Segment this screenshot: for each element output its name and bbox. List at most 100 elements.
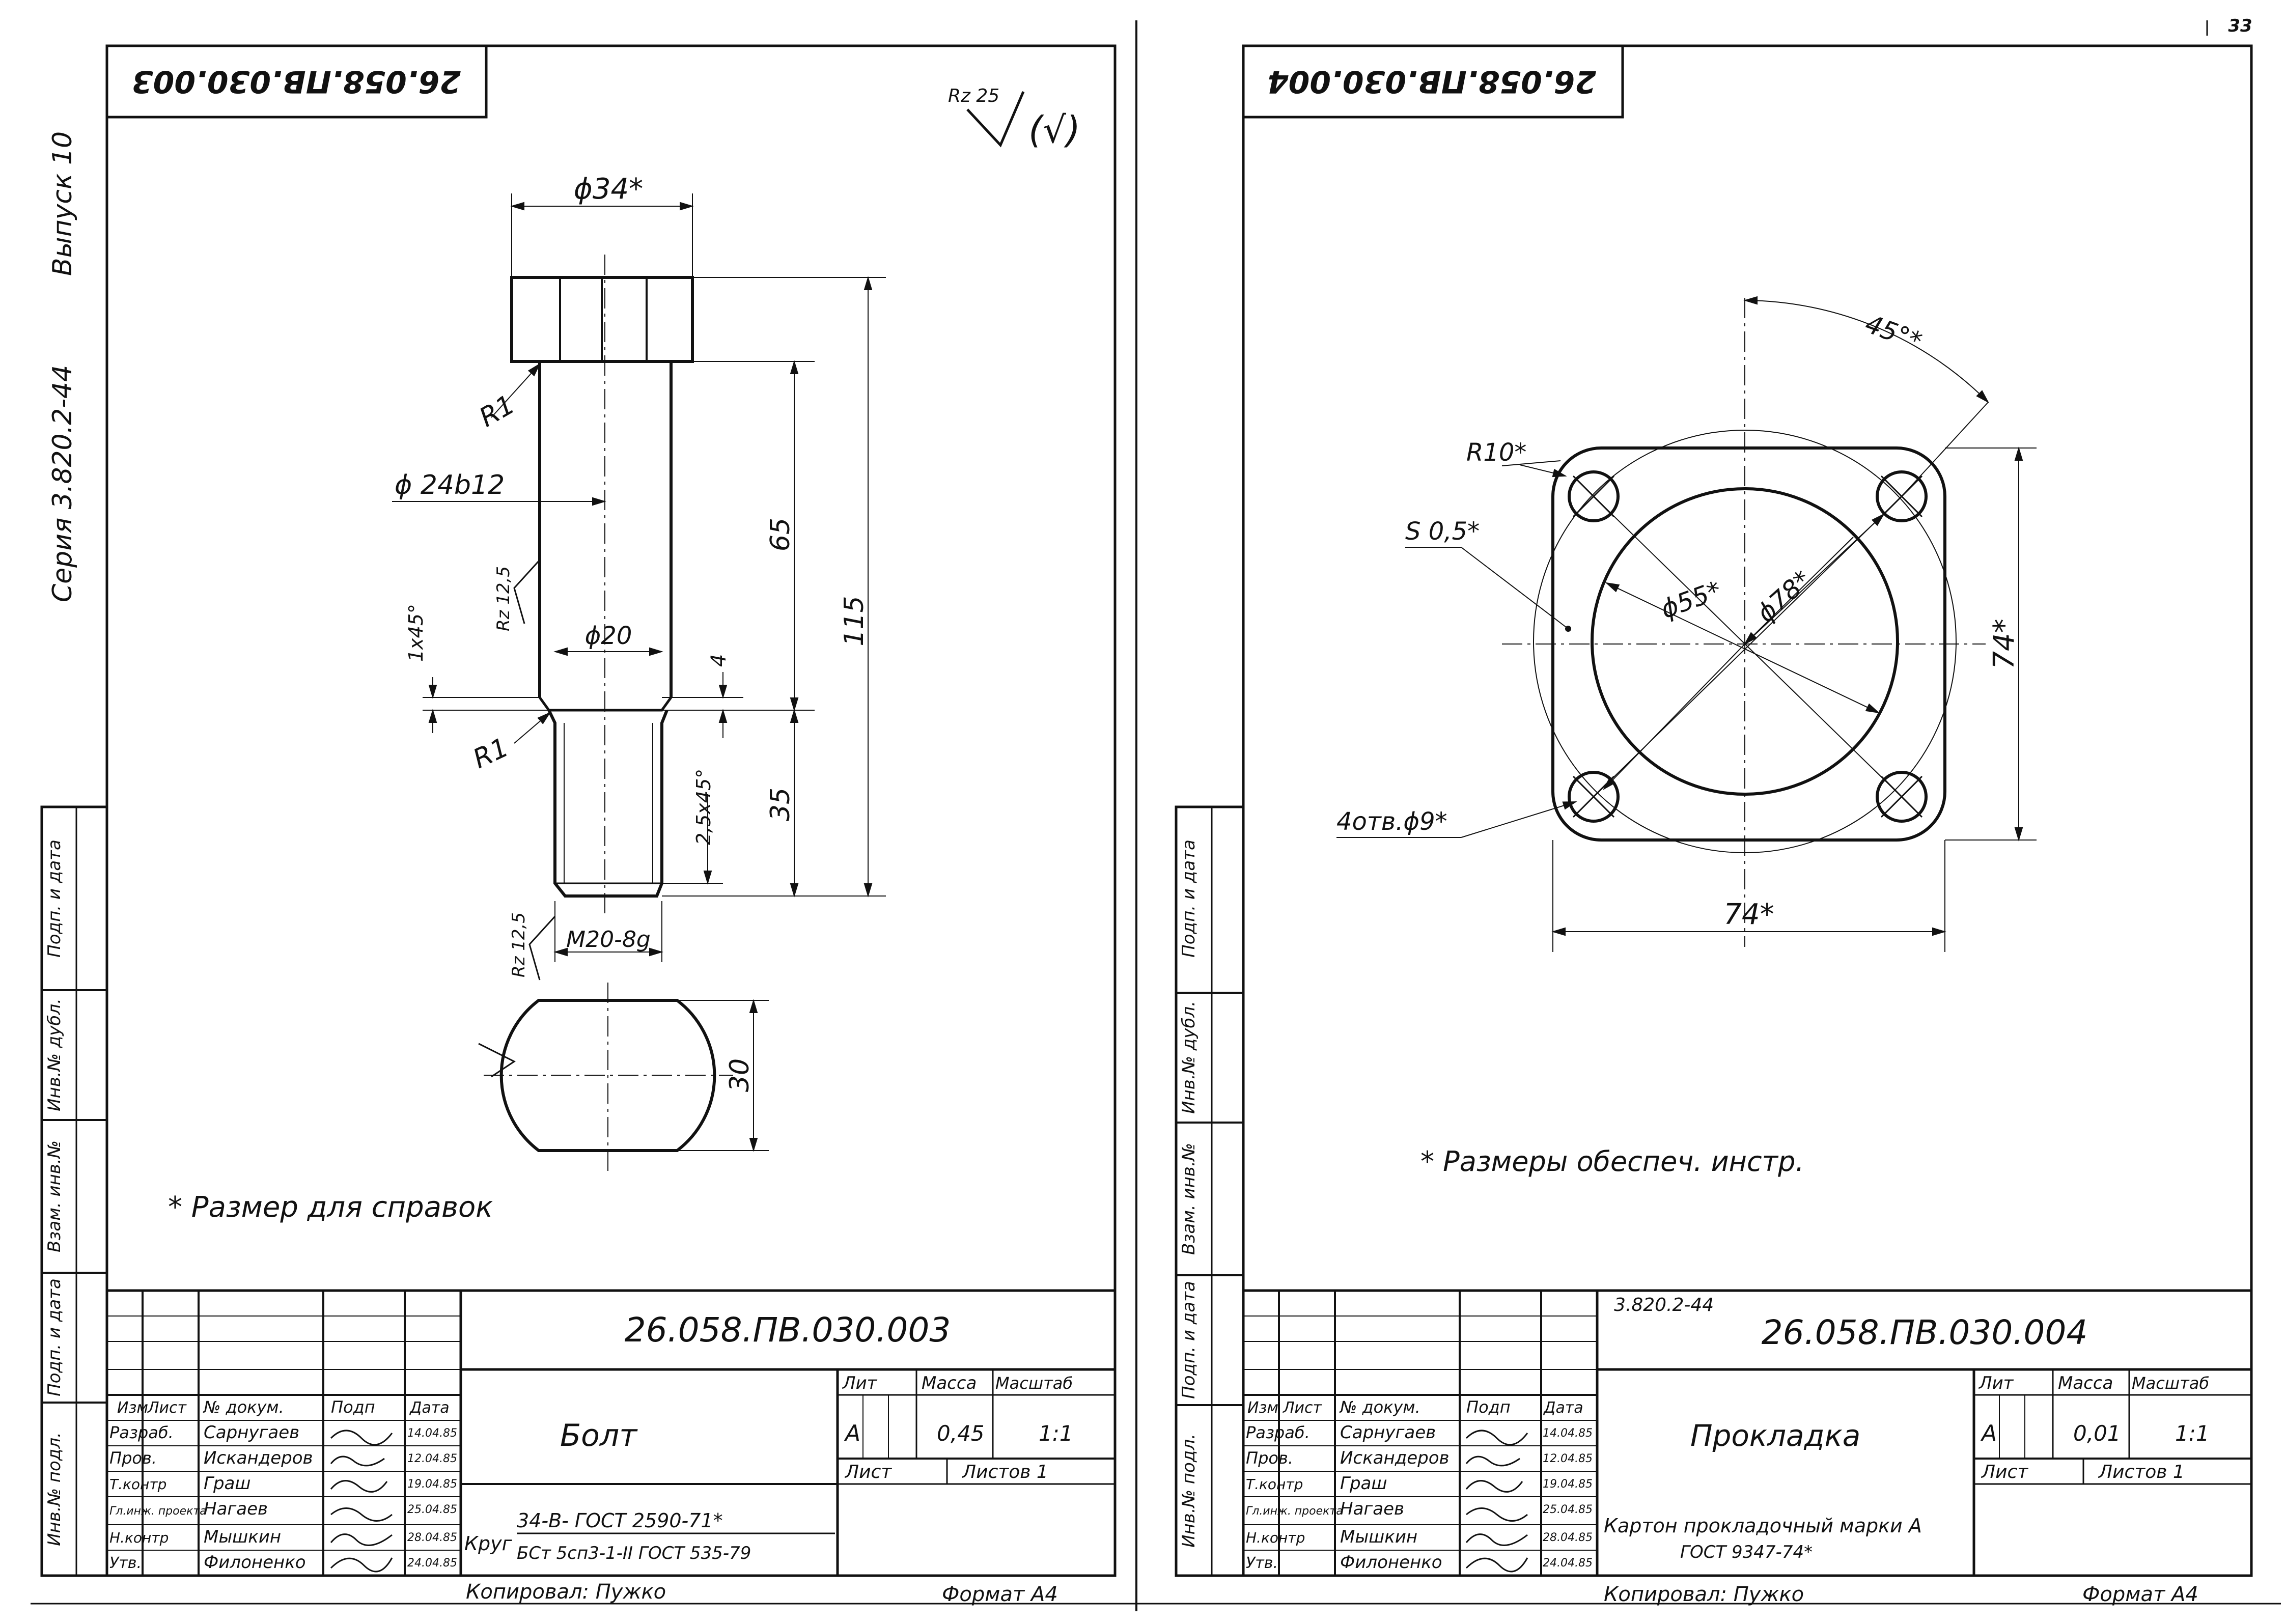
dim-width: 74* xyxy=(1723,898,1774,931)
margin-label-sign-date-2: Подп. и дата xyxy=(44,839,65,958)
r-date-tech-control: 19.04.85 xyxy=(1543,1478,1593,1491)
lit-label: Лит xyxy=(842,1373,878,1393)
format-label: Формат А4 xyxy=(942,1583,1058,1606)
r-name-developer: Сарнугаев xyxy=(1340,1422,1436,1443)
left-note: * Размер для справок xyxy=(168,1191,493,1224)
date-checker: 12.04.85 xyxy=(407,1452,457,1465)
role-checker: Пров. xyxy=(109,1448,157,1468)
r-col-header-sign: Подп xyxy=(1466,1397,1511,1417)
dim-len-115: 115 xyxy=(839,596,870,646)
r-role-approved: Утв. xyxy=(1246,1554,1278,1572)
left-stamp-code: 26.058.ПВ.030.003 xyxy=(132,64,461,99)
dim-bolt-circle: ϕ78* xyxy=(1751,565,1817,628)
r-mass-label: Масса xyxy=(2058,1373,2113,1393)
role-approved: Утв. xyxy=(109,1554,142,1572)
name-norm-control: Мышкин xyxy=(204,1527,281,1547)
left-roughness-symbol: Rz 25 xyxy=(948,86,999,106)
r-series-code: 3.820.2-44 xyxy=(1614,1295,1714,1315)
lit-value: А xyxy=(844,1420,860,1446)
role-developer: Разраб. xyxy=(109,1423,174,1442)
margin-label-replace: Взам. инв.№ xyxy=(44,1140,65,1252)
r-material-line1: Картон прокладочный марки А xyxy=(1604,1515,1922,1537)
date-developer: 14.04.85 xyxy=(407,1427,457,1440)
date-tech-control: 19.04.85 xyxy=(407,1478,457,1491)
r-role-tech-control: Т.контр xyxy=(1246,1476,1303,1493)
dim-height: 74* xyxy=(1988,619,2021,669)
r-role-checker: Пров. xyxy=(1246,1448,1293,1468)
scale-label: Масштаб xyxy=(995,1374,1073,1393)
col-header-date: Дата xyxy=(409,1399,450,1417)
dim-angle: 45°* xyxy=(1861,309,1926,356)
r-lit-value: А xyxy=(1980,1420,1997,1446)
role-norm-control: Н.контр xyxy=(109,1529,169,1546)
right-part-name: Прокладка xyxy=(1690,1418,1860,1453)
date-approved: 24.04.85 xyxy=(407,1557,457,1570)
r-name-norm-control: Мышкин xyxy=(1340,1527,1417,1547)
role-chief-engineer: Гл.инж. проекта xyxy=(109,1505,207,1518)
r-margin-label-orig: Инв.№ подл. xyxy=(1179,1434,1199,1548)
left-roughness-paren: (√) xyxy=(1028,108,1080,151)
material-line2: БСт 5сп3-1-II ГОСТ 535-79 xyxy=(517,1543,751,1563)
name-developer: Сарнугаев xyxy=(204,1422,299,1443)
r-role-developer: Разраб. xyxy=(1246,1423,1310,1442)
right-stamp-code: 26.058.ПВ.030.004 xyxy=(1267,64,1596,99)
r-copied-by: Копировал: Пужко xyxy=(1604,1583,1804,1606)
left-frame xyxy=(105,44,1117,1577)
sheet-label: Лист xyxy=(844,1462,892,1482)
r-material-line2: ГОСТ 9347-74* xyxy=(1680,1542,1813,1562)
r-date-chief-engineer: 25.04.85 xyxy=(1543,1503,1593,1516)
gasket-drawing: 45°* R10* S 0,5* ϕ55* ϕ78* 74* 74* xyxy=(1336,296,2037,952)
dim-radius-bottom: R1 xyxy=(468,732,513,775)
name-chief-engineer: Нагаев xyxy=(204,1499,268,1519)
r-role-norm-control: Н.контр xyxy=(1246,1529,1305,1546)
material-line1: 34-В- ГОСТ 2590-71* xyxy=(517,1509,723,1532)
col-header-change: Изм xyxy=(117,1399,148,1417)
sheets-label: Листов 1 xyxy=(961,1462,1048,1482)
r-margin-label-sign-date-1: Подп. и дата xyxy=(1179,1281,1199,1399)
dim-inner-diameter: ϕ55* xyxy=(1657,575,1725,624)
r-col-header-sheet: Лист xyxy=(1283,1399,1323,1417)
r-role-chief-engineer: Гл.инж. проекта xyxy=(1246,1505,1343,1518)
dim-roughness-thread: Rz 12,5 xyxy=(509,912,529,977)
dim-radius-top: R1 xyxy=(475,389,520,434)
right-sheet: 26.058.ПВ.030.004 Подп. и дата Инв.№ дуб… xyxy=(1175,44,2253,1606)
r-format-label: Формат А4 xyxy=(2082,1583,2198,1606)
right-doc-number: 26.058.ПВ.030.004 xyxy=(1762,1313,2088,1352)
left-stamp-box xyxy=(105,44,488,119)
right-margin-table xyxy=(1175,805,1245,1577)
r-lit-label: Лит xyxy=(1978,1373,2014,1393)
dim-holes: 4отв.ϕ9* xyxy=(1336,807,1447,836)
dim-head-diameter: ϕ34* xyxy=(574,173,643,206)
date-norm-control: 28.04.85 xyxy=(407,1531,457,1544)
right-stamp-box xyxy=(1242,44,1624,119)
r-margin-label-replace: Взам. инв.№ xyxy=(1179,1143,1199,1255)
col-header-doc: № докум. xyxy=(203,1397,284,1417)
series-label: Серия 3.820.2-44 xyxy=(47,365,78,602)
left-doc-number: 26.058.ПВ.030.003 xyxy=(625,1310,951,1350)
role-tech-control: Т.контр xyxy=(109,1476,166,1493)
bolt-shank xyxy=(538,361,673,697)
r-col-header-doc: № докум. xyxy=(1339,1397,1420,1417)
date-chief-engineer: 25.04.85 xyxy=(407,1503,457,1516)
dim-chamfer-thread: 2,5x45° xyxy=(692,769,715,845)
r-name-approved: Филоненко xyxy=(1340,1552,1442,1573)
r-date-norm-control: 28.04.85 xyxy=(1543,1531,1593,1544)
r-mass-value: 0,01 xyxy=(2073,1421,2121,1446)
r-date-approved: 24.04.85 xyxy=(1543,1557,1593,1570)
r-signatures xyxy=(1465,1430,1528,1573)
copied-by: Копировал: Пужко xyxy=(466,1580,666,1604)
r-date-checker: 12.04.85 xyxy=(1543,1452,1593,1465)
dim-flat-30: 30 xyxy=(724,1058,755,1092)
dim-roughness-shank: Rz 12,5 xyxy=(493,566,514,631)
margin-label-sign-date-1: Подп. и дата xyxy=(44,1278,65,1396)
r-sheet-label: Лист xyxy=(1981,1462,2028,1482)
dim-neck-diameter: ϕ20 xyxy=(585,622,632,650)
r-scale-label: Масштаб xyxy=(2132,1374,2209,1393)
r-margin-label-sign-date-2: Подп. и дата xyxy=(1179,839,1199,958)
signatures xyxy=(330,1430,393,1573)
issue-label: Выпуск 10 xyxy=(47,131,78,276)
col-header-sign: Подп xyxy=(331,1397,375,1417)
name-approved: Филоненко xyxy=(204,1552,306,1573)
left-part-name: Болт xyxy=(560,1418,638,1453)
